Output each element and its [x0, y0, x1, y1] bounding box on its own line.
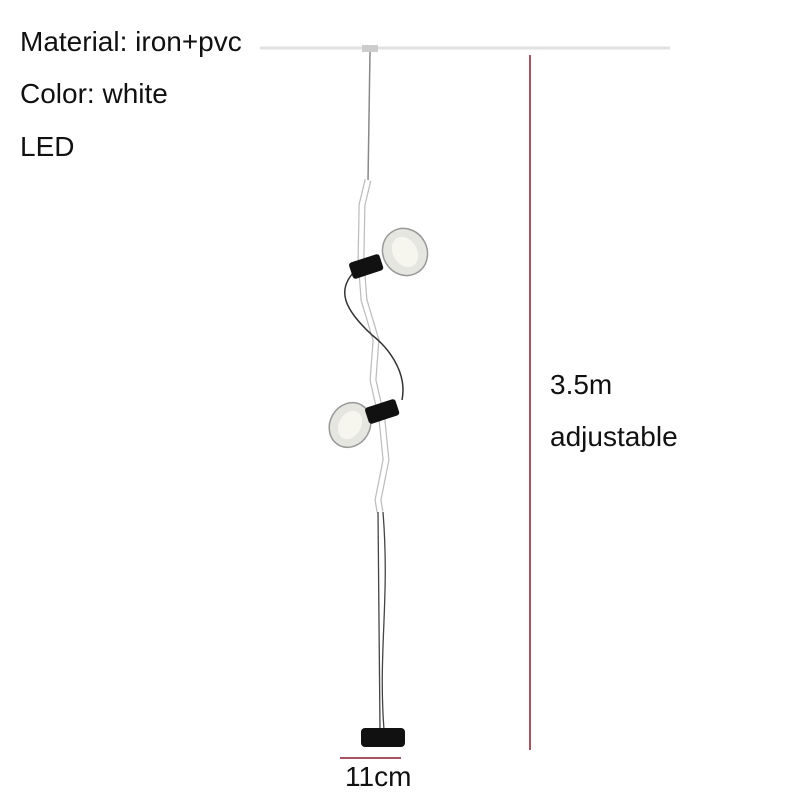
color-spec: Color: white: [20, 78, 168, 109]
height-label: 3.5m: [550, 369, 613, 400]
lamp-rod-fill: [358, 179, 389, 513]
material-spec: Material: iron+pvc: [20, 26, 242, 57]
power-cable: [344, 269, 404, 401]
ceiling-canopy: [362, 45, 378, 52]
base-width-label: 11cm: [345, 761, 412, 792]
upper-spotlight: [349, 227, 429, 279]
height-note: adjustable: [550, 421, 678, 452]
light-source-spec: LED: [20, 131, 75, 162]
lower-spotlight: [328, 399, 400, 449]
lower-cables: [377, 511, 386, 731]
lamp-base: [361, 728, 405, 747]
suspension-wire: [367, 51, 371, 183]
